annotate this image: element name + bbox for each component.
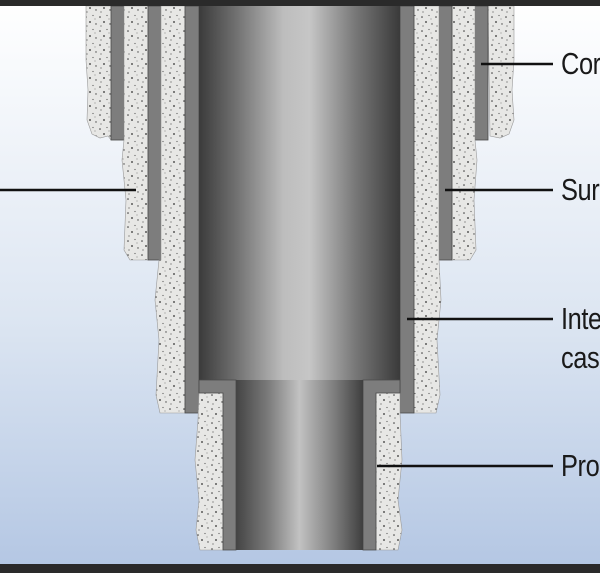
intermediate-bore <box>199 6 400 380</box>
frame-top <box>0 0 600 6</box>
intermediate-casing-right <box>399 5 415 414</box>
production-cement <box>194 392 403 551</box>
label-intermediate-line1: Inte <box>561 301 600 336</box>
intermediate-cement <box>154 5 442 414</box>
label-production: Pro <box>561 448 600 483</box>
production-bore <box>236 380 363 550</box>
conductor-casing-right <box>474 5 489 141</box>
surface-casing-right <box>438 5 453 261</box>
label-conductor: Cor <box>561 46 600 81</box>
label-intermediate-line2: cas <box>561 340 600 375</box>
conductor-casing-left <box>110 5 125 141</box>
surface-casing-left <box>147 5 162 261</box>
label-surface: Sur <box>561 172 600 207</box>
intermediate-casing-left <box>184 5 200 414</box>
frame-bottom <box>0 564 600 573</box>
surface-cement <box>121 5 478 261</box>
